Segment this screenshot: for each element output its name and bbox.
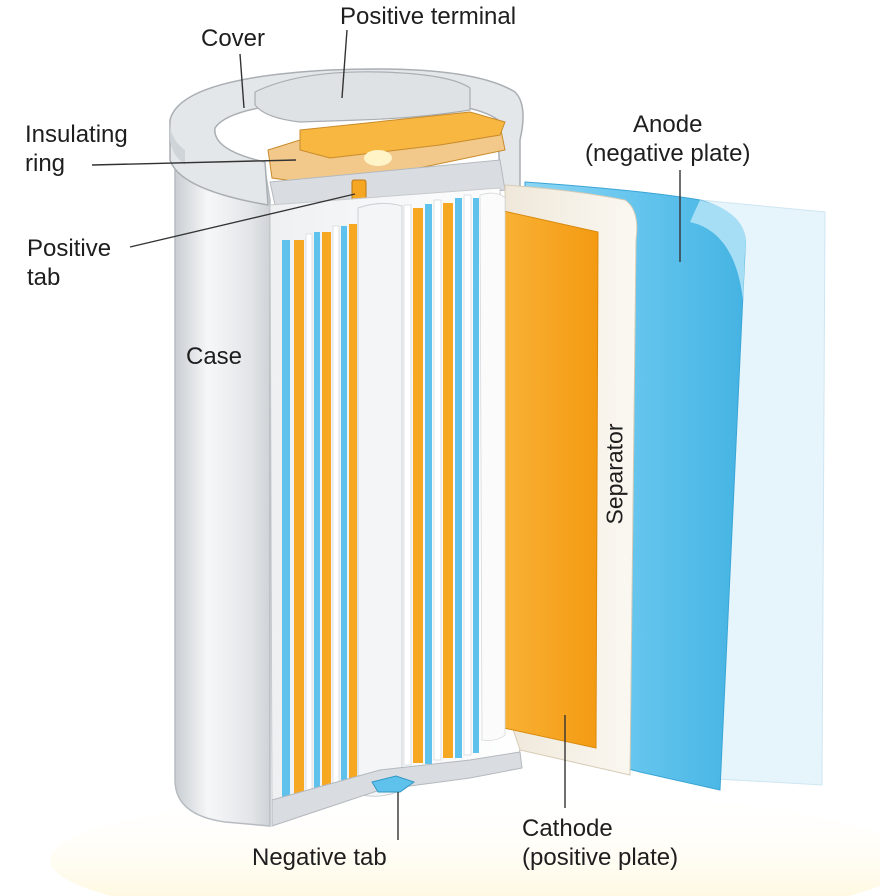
case-body	[174, 164, 271, 827]
positive-terminal-cap	[254, 71, 471, 123]
lead-lines	[91, 29, 681, 840]
label-cover: Cover	[201, 25, 266, 52]
negative-tab-shape	[371, 775, 416, 793]
right-layer-stack	[403, 194, 479, 766]
positive-terminal-lead	[341, 29, 348, 99]
positive-terminal-plate	[299, 111, 506, 159]
cover-lead	[239, 53, 245, 109]
label-case: Case	[186, 343, 243, 370]
cathode-sheet	[489, 207, 599, 749]
floor-glow	[50, 790, 880, 896]
label-negative-tab: Negative tab	[252, 844, 387, 871]
label-insulating-ring: Insulating ring	[25, 121, 128, 177]
label-cathode: Cathode (positive plate)	[522, 815, 679, 871]
left-layer-stack	[282, 224, 357, 800]
label-positive-tab: Positive tab	[27, 235, 112, 291]
terminal-highlight	[364, 150, 392, 166]
positive-tab-lead	[129, 193, 356, 248]
cover-rim	[170, 120, 185, 165]
insulating-ring-lead	[91, 159, 297, 166]
central-core	[357, 202, 403, 797]
label-positive-terminal: Positive terminal	[340, 3, 517, 30]
label-separator: Separator	[601, 423, 628, 525]
anode-curl	[690, 200, 746, 300]
case-bottom	[271, 751, 523, 827]
wrap-strip	[479, 192, 506, 741]
label-anode: Anode (negative plate)	[585, 111, 751, 167]
